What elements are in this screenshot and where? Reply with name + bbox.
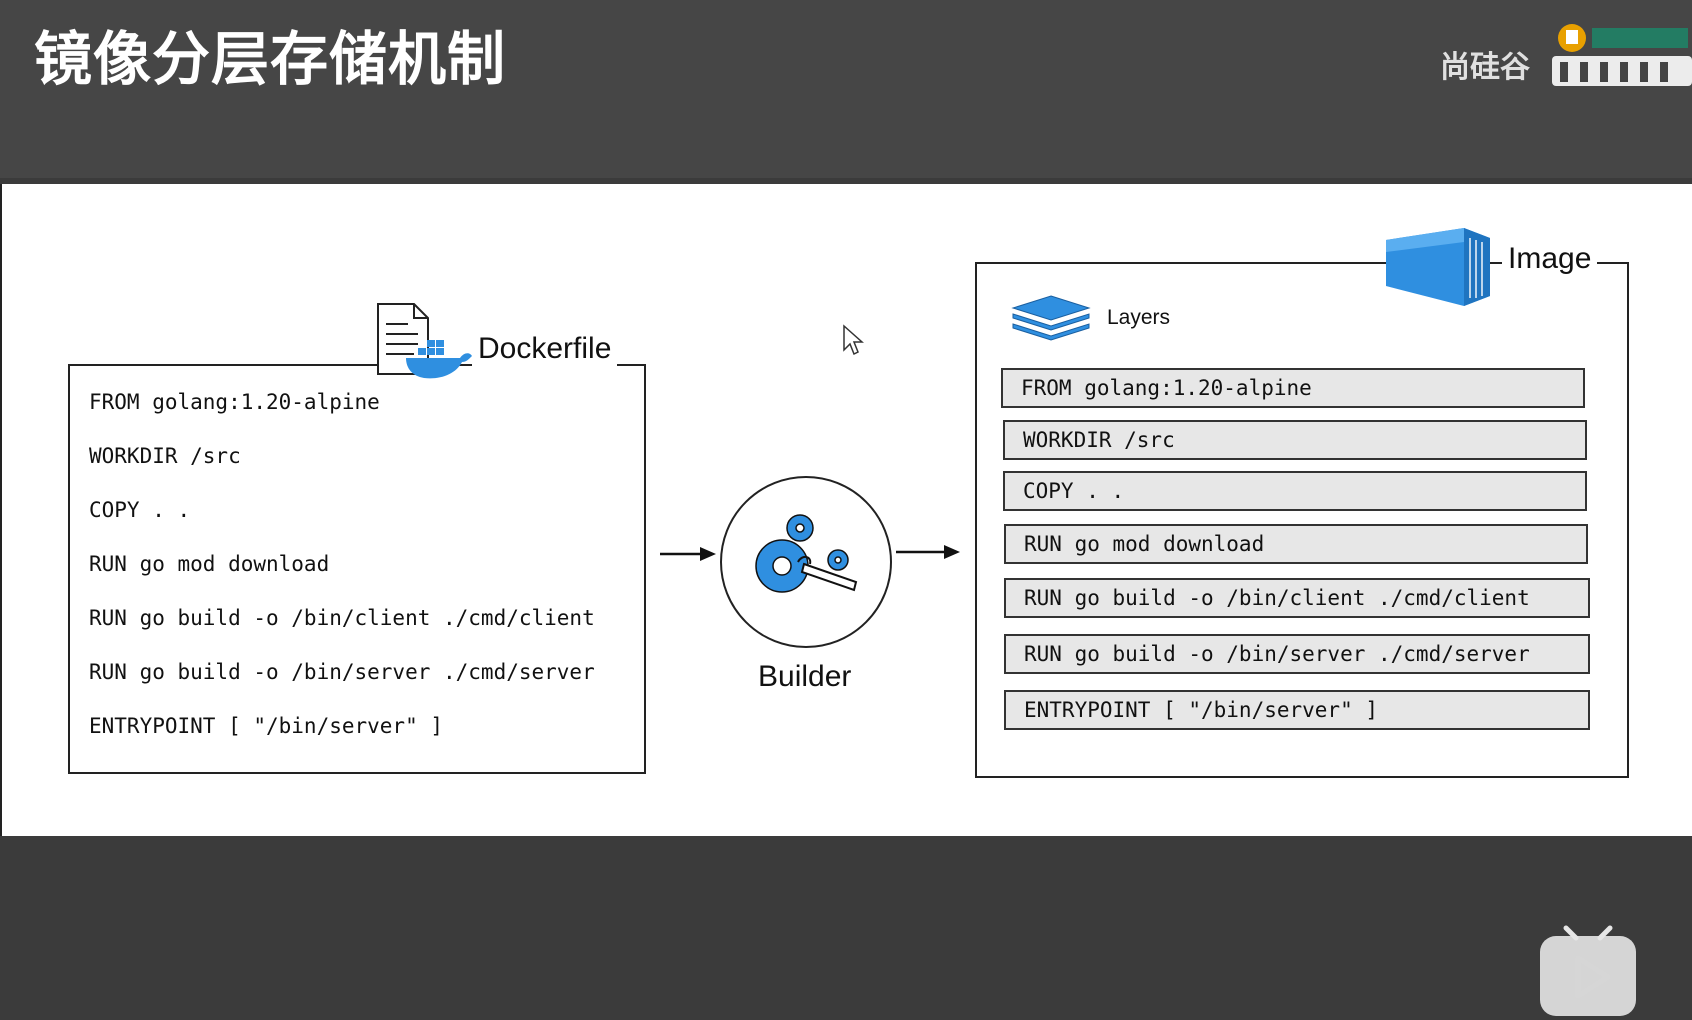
cursor-icon xyxy=(843,324,864,356)
image-layer: RUN go build -o /bin/client ./cmd/client xyxy=(1004,578,1590,618)
image-layer: FROM golang:1.20-alpine xyxy=(1001,368,1585,408)
brand-name: 尚硅谷 xyxy=(1440,50,1530,85)
layers-stack-icon xyxy=(1011,295,1091,341)
gears-icon xyxy=(755,514,858,593)
image-box: Layers FROM golang:1.20-alpine WORKDIR /… xyxy=(975,262,1629,778)
dockerfile-line: RUN go build -o /bin/server ./cmd/server xyxy=(89,660,595,684)
image-layer: RUN go mod download xyxy=(1004,524,1588,564)
layers-label: Layers xyxy=(1107,306,1171,329)
dockerfile-line: RUN go build -o /bin/client ./cmd/client xyxy=(89,606,595,630)
dockerfile-line: FROM golang:1.20-alpine xyxy=(89,390,380,414)
container-icon xyxy=(1386,228,1490,306)
arrow-to-builder-icon xyxy=(660,547,716,561)
dockerfile-line: WORKDIR /src xyxy=(89,444,241,468)
play-icon[interactable] xyxy=(1536,924,1640,1020)
builder-label: Builder xyxy=(758,660,852,693)
dockerfile-box: FROM golang:1.20-alpine WORKDIR /src COP… xyxy=(68,364,646,774)
slide-header: 镜像分层存储机制 尚硅谷 xyxy=(0,0,1692,178)
dockerfile-line: COPY . . xyxy=(89,498,191,522)
dockerfile-line: RUN go mod download xyxy=(89,552,330,576)
image-layer: RUN go build -o /bin/server ./cmd/server xyxy=(1004,634,1590,674)
image-layer: ENTRYPOINT [ "/bin/server" ] xyxy=(1004,690,1590,730)
dockerfile-line: ENTRYPOINT [ "/bin/server" ] xyxy=(89,714,444,738)
docker-whale-icon xyxy=(406,340,472,379)
slide-title: 镜像分层存储机制 xyxy=(34,25,507,93)
arrow-to-image-icon xyxy=(896,545,960,559)
image-layer: WORKDIR /src xyxy=(1003,420,1587,460)
diagram-canvas: FROM golang:1.20-alpine WORKDIR /src COP… xyxy=(0,184,1692,1016)
dockerfile-label: Dockerfile xyxy=(472,332,618,366)
bilibili-logo-icon xyxy=(1552,24,1692,86)
image-layer: COPY . . xyxy=(1003,471,1587,511)
image-label: Image xyxy=(1502,242,1598,276)
